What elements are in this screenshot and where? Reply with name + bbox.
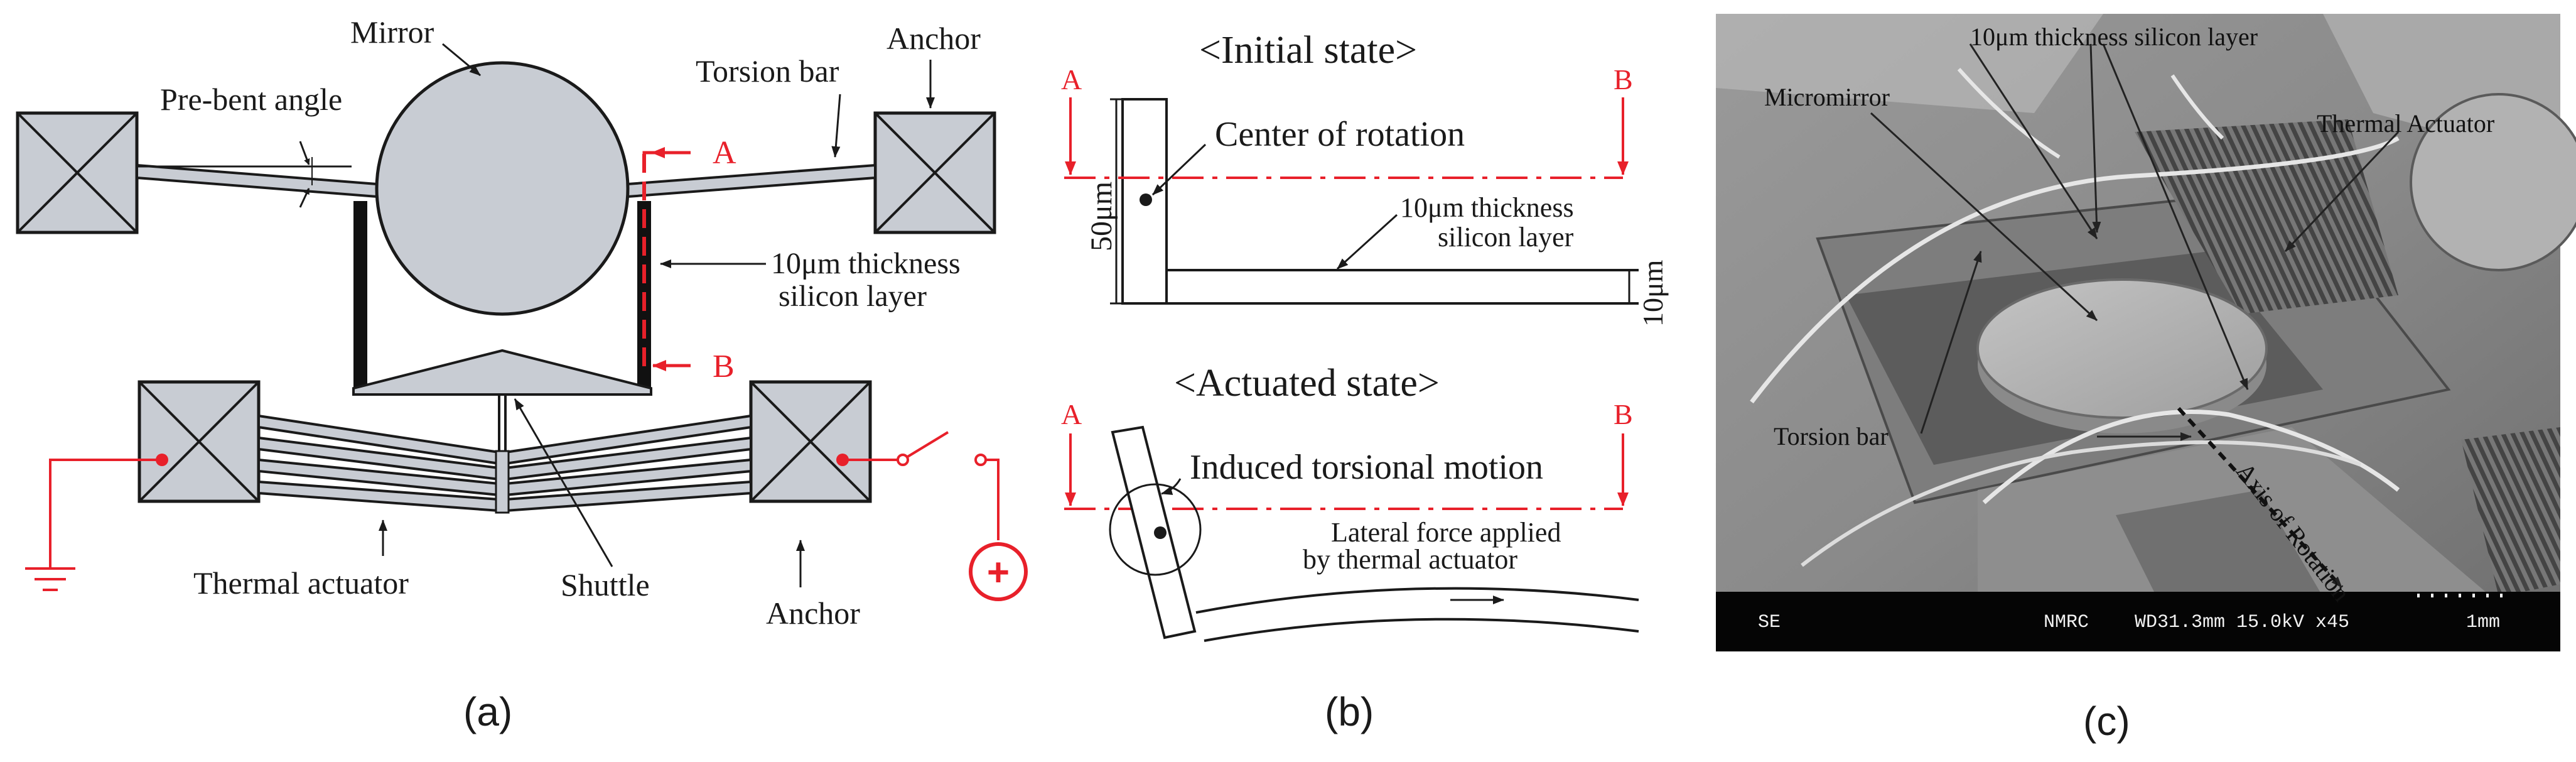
label-marker-b: B [713, 349, 735, 384]
torsion-bar-left [136, 163, 378, 199]
label-mirror: Mirror [350, 14, 434, 50]
label-torsion-bar: Torsion bar [696, 53, 839, 89]
panel-c [1716, 14, 2576, 651]
label-pre-bent-angle: Pre-bent angle [160, 82, 342, 117]
label-actuated-state: <Actuated state> [1174, 362, 1440, 405]
label-lateral-2: by thermal actuator [1303, 544, 1517, 575]
label-b-a-bottom: A [1061, 398, 1082, 430]
left-beam [353, 201, 367, 395]
label-c-thermal-actuator: Thermal Actuator [2317, 109, 2494, 138]
sem-scale: 1mm [2466, 612, 2500, 633]
sem-micromirror [1976, 278, 2268, 419]
caption-c: (c) [2083, 699, 2130, 744]
label-shuttle: Shuttle [561, 567, 650, 602]
sem-lab: NMRC [2044, 612, 2089, 633]
label-b-a-top: A [1061, 63, 1082, 95]
sem-se: SE [1758, 612, 1781, 633]
plus-symbol: + [987, 551, 1010, 594]
label-marker-a: A [713, 135, 736, 171]
mirror-circle [375, 61, 630, 316]
panel-a [16, 43, 1028, 601]
shuttle-body [352, 349, 652, 396]
voltage-source [969, 542, 1028, 601]
label-silicon-layer-1: 10μm thickness [771, 247, 961, 280]
thermal-actuator-beams [257, 414, 752, 513]
label-dim-10: 10μm [1637, 259, 1669, 327]
sem-params: WD31.3mm 15.0kV x45 [2135, 612, 2349, 633]
label-c-micromirror: Micromirror [1764, 83, 1890, 111]
sem-info-bar [1716, 592, 2560, 651]
label-anchor-top: Anchor [887, 21, 981, 56]
label-b-b-bottom: B [1614, 398, 1633, 430]
label-b-b-top: B [1614, 63, 1633, 95]
label-lateral-1: Lateral force applied [1331, 517, 1561, 548]
label-b-silicon-2: silicon layer [1438, 222, 1574, 253]
label-c-torsion-bar: Torsion bar [1774, 422, 1889, 450]
label-anchor-bottom: Anchor [766, 596, 860, 631]
rotation-circle [1109, 483, 1202, 576]
panel-b [1064, 97, 1639, 642]
label-b-silicon-1: 10μm thickness [1400, 192, 1574, 223]
caption-b: (b) [1325, 689, 1374, 734]
label-induced-torsion: Induced torsional motion [1190, 448, 1543, 487]
actuated-mirror-bar [1111, 425, 1197, 640]
caption-a: (a) [463, 689, 512, 734]
left-anchor [16, 111, 139, 234]
torsion-bar-right [627, 163, 876, 199]
right-top-anchor [873, 111, 996, 234]
label-center-rotation: Center of rotation [1215, 115, 1465, 154]
bottom-right-anchor [749, 380, 872, 503]
sem-thermal-actuator [2135, 119, 2398, 314]
bottom-left-anchor [137, 380, 261, 503]
label-silicon-layer-2: silicon layer [779, 280, 927, 313]
label-c-silicon-layer: 10μm thickness silicon layer [1970, 23, 2258, 51]
label-thermal-actuator: Thermal actuator [193, 565, 409, 601]
label-dim-50: 50μm [1085, 182, 1118, 251]
label-initial-state: <Initial state> [1199, 29, 1417, 72]
